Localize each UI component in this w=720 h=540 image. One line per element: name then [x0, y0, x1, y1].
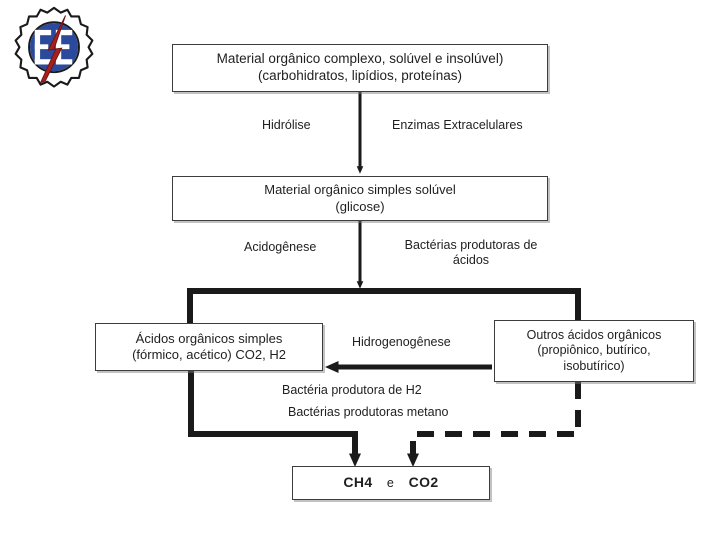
label-bacterias-acidos-line-1: Bactérias produtoras de	[404, 238, 538, 252]
product-conjunction: e	[386, 476, 395, 491]
arrow-right-acids-to-products-dashed	[407, 382, 581, 467]
box-acids-left-line-2: (fórmico, acético) CO2, H2	[132, 347, 286, 362]
box-simple-organic-material: Material orgânico simples solúvel (glico…	[172, 176, 548, 221]
product-co2: CO2	[408, 474, 439, 491]
label-acidogenese: Acidogênese	[244, 240, 317, 254]
label-bacteria-produtora-h2: Bactéria produtora de H2	[282, 383, 422, 397]
box-acids-right-line-1: Outros ácidos orgânicos	[526, 327, 662, 342]
label-hidrogenogenese: Hidrogenogênese	[352, 335, 451, 349]
box-methane-and-co2: CH4 e CO2	[292, 466, 490, 500]
box-complex-organic-material: Material orgânico complexo, solúvel e in…	[172, 44, 548, 92]
label-bacterias-produtoras-metano: Bactérias produtoras metano	[288, 405, 449, 419]
label-bacterias-acidos-line-2: ácidos	[452, 253, 490, 267]
box-other-organic-acids: Outros ácidos orgânicos (propiônico, but…	[494, 320, 694, 382]
label-enzimas-extracelulares: Enzimas Extracelulares	[392, 118, 523, 132]
university-engineering-logo	[14, 6, 94, 88]
box-acids-right-line-2: (propiônico, butírico,	[537, 343, 651, 358]
box-complex-line-2: (carbohidratos, lipídios, proteínas)	[257, 68, 463, 83]
label-hidrolise: Hidrólise	[262, 118, 311, 132]
label-bacterias-produtoras-acidos: Bactérias produtoras de ácidos	[385, 238, 557, 268]
box-acids-right-line-3: isobutírico)	[563, 358, 625, 373]
product-ch4: CH4	[343, 474, 373, 491]
box-simple-organic-acids: Ácidos orgânicos simples (fórmico, acéti…	[95, 323, 323, 371]
lightning-bolt-icon	[39, 15, 66, 84]
box-acids-left-line-1: Ácidos orgânicos simples	[135, 330, 283, 346]
logo-monogram-ee	[34, 29, 73, 65]
box-complex-line-1: Material orgânico complexo, solúvel e in…	[216, 51, 504, 67]
box-simple-line-2: (glicose)	[335, 198, 385, 214]
box-simple-line-1: Material orgânico simples solúvel	[264, 182, 456, 198]
